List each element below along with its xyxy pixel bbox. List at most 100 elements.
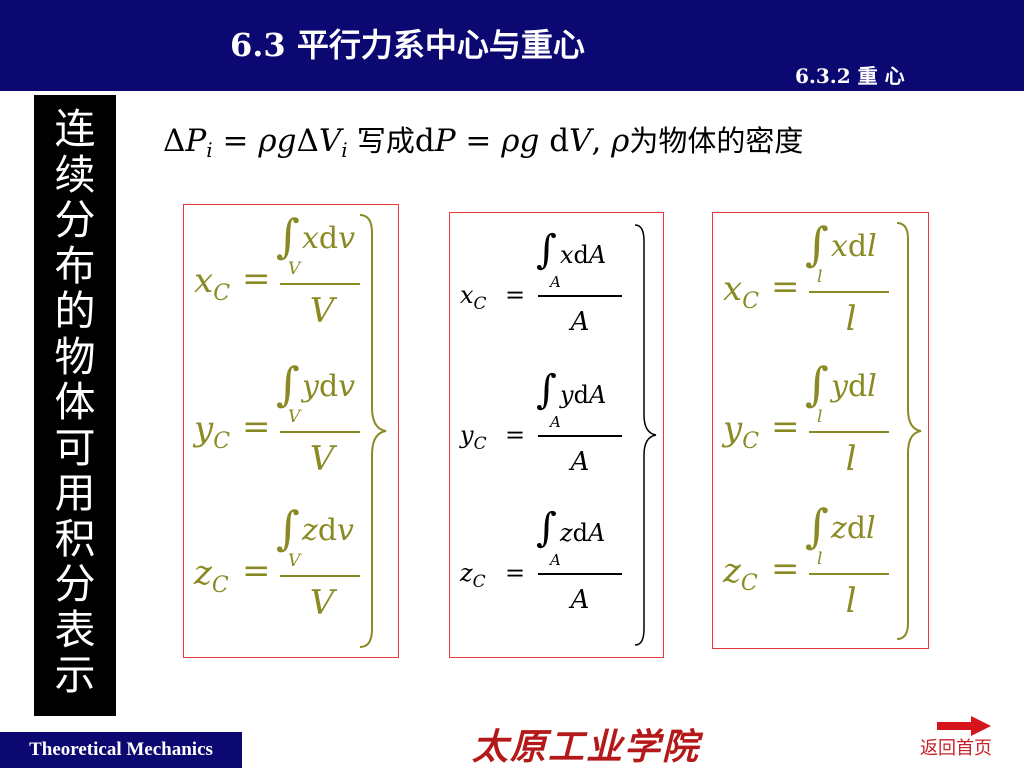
formula-text: y <box>560 381 574 409</box>
formula-text: d <box>318 369 339 404</box>
formula-text: d <box>318 221 339 256</box>
formula-text: y <box>723 409 743 449</box>
formula-text: d <box>572 519 589 547</box>
formula-text: Δ <box>296 123 319 159</box>
volume-centroid-box: xC = ∫ V xdv V yC = ∫ V ydv V zC = ∫ V z… <box>183 204 399 658</box>
formula-text: P <box>185 123 207 159</box>
side-caption-char: 积 <box>54 514 96 563</box>
centroid-formula-z: zC = ∫ A zdA A <box>450 491 663 631</box>
side-caption-char: 用 <box>54 469 96 517</box>
centroid-formula-x: xC = ∫ A xdA A <box>450 213 663 353</box>
formula-text: Δ <box>163 123 186 159</box>
centroid-formula-y: yC = ∫ V ydv V <box>184 353 398 493</box>
formula-equals: = <box>242 551 271 591</box>
formula-numerator: ydl <box>831 369 877 404</box>
formula-denominator: A <box>570 585 590 615</box>
formula-text: x <box>831 229 848 264</box>
formula-text: A <box>588 241 607 269</box>
integral-sign: ∫ <box>805 217 829 271</box>
integral-sign: ∫ <box>536 505 557 551</box>
integral-sign: ∫ <box>536 227 557 273</box>
arrow-right-icon[interactable] <box>935 714 993 738</box>
side-caption-char: 体 <box>54 378 96 426</box>
area-centroid-box: xC = ∫ A xdA A yC = ∫ A ydA A zC = ∫ A z… <box>449 212 664 658</box>
integral-limit: l <box>817 267 823 287</box>
formula-numerator: xdl <box>831 229 877 264</box>
fraction-bar <box>538 435 622 437</box>
formula-text: P <box>434 123 456 159</box>
integral-sign: ∫ <box>276 501 300 555</box>
fraction-bar <box>280 575 360 577</box>
fraction-bar <box>809 431 889 433</box>
formula-variable: xC <box>194 261 230 306</box>
line-centroid-box: xC = ∫ l xdl l yC = ∫ l ydl l zC = ∫ l z… <box>712 212 929 649</box>
formula-text: x <box>194 261 214 301</box>
integral-sign: ∫ <box>276 357 300 411</box>
formula-text: ρ <box>611 123 630 159</box>
formula-text: 为物体的密度 <box>629 124 804 158</box>
formula-text: d <box>573 381 589 409</box>
formula-text: d <box>846 511 867 546</box>
formula-variable: xC <box>460 281 487 314</box>
side-caption-char: 分 <box>54 560 96 608</box>
formula-text: A <box>588 519 606 547</box>
formula-denominator: V <box>309 291 335 331</box>
integral-limit: A <box>550 413 561 431</box>
formula-denominator: l <box>845 299 857 339</box>
integral-limit: V <box>288 551 301 571</box>
formula-text: A <box>588 381 607 409</box>
formula-text: z <box>194 553 212 593</box>
formula-numerator: zdv <box>302 513 354 548</box>
fraction-bar <box>280 431 360 433</box>
formula-text: d <box>573 241 589 269</box>
side-caption-char: 表 <box>54 605 96 654</box>
school-logo-text: 太原工业学院 <box>472 726 701 768</box>
formula-text: ρ <box>501 123 520 159</box>
side-caption-char: 分 <box>54 196 96 244</box>
formula-equals: = <box>771 407 800 447</box>
side-caption-char: 物 <box>54 332 96 381</box>
formula-equals: = <box>242 407 271 447</box>
right-brace-icon <box>896 222 922 640</box>
formula-variable: yC <box>194 409 230 454</box>
fraction-bar <box>538 295 622 297</box>
integral-limit: l <box>817 407 823 427</box>
integral-limit: V <box>288 259 301 279</box>
side-caption-char: 连 <box>54 105 96 153</box>
fraction-bar <box>809 573 889 575</box>
course-label: Theoretical Mechanics <box>0 732 242 768</box>
side-caption-char: 可 <box>54 423 96 472</box>
centroid-formula-y: yC = ∫ l ydl l <box>713 353 928 493</box>
side-caption-char: 的 <box>54 287 96 335</box>
formula-text: d <box>317 513 338 548</box>
formula-numerator: zdl <box>831 511 876 546</box>
formula-numerator: ydv <box>302 369 355 404</box>
formula-text: V <box>569 123 592 159</box>
formula-text: v <box>338 221 356 256</box>
formula-text: d <box>414 123 435 159</box>
page-title: 6.3 平行力系中心与重心 <box>230 26 585 64</box>
home-link[interactable]: 返回首页 <box>920 738 992 759</box>
formula-text: z <box>302 513 318 548</box>
header-bar: 6.3 平行力系中心与重心 6.3.2 重 心 <box>0 0 1024 91</box>
formula-variable: zC <box>723 551 758 596</box>
centroid-formula-z: zC = ∫ V zdv V <box>184 497 398 637</box>
formula-text: V <box>318 123 342 159</box>
formula-variable: xC <box>723 269 759 314</box>
formula-subscript: C <box>211 573 229 598</box>
formula-subscript: C <box>473 294 487 314</box>
formula-text: x <box>302 221 319 256</box>
formula-equals: = <box>242 259 271 299</box>
formula-equals: = <box>771 267 800 307</box>
formula-text: = <box>455 123 502 159</box>
formula-subscript: C <box>473 434 487 454</box>
formula-text: v <box>338 369 356 404</box>
formula-text: d <box>847 369 868 404</box>
side-caption: 连 续 分 布 的 物 体 可 用 积 分 表 示 <box>34 105 116 699</box>
formula-numerator: xdA <box>560 241 606 269</box>
formula-numerator: ydA <box>560 381 606 409</box>
formula-text: y <box>194 409 214 449</box>
formula-text: v <box>337 513 354 548</box>
formula-denominator: l <box>845 581 857 621</box>
side-caption-char: 布 <box>54 241 96 290</box>
